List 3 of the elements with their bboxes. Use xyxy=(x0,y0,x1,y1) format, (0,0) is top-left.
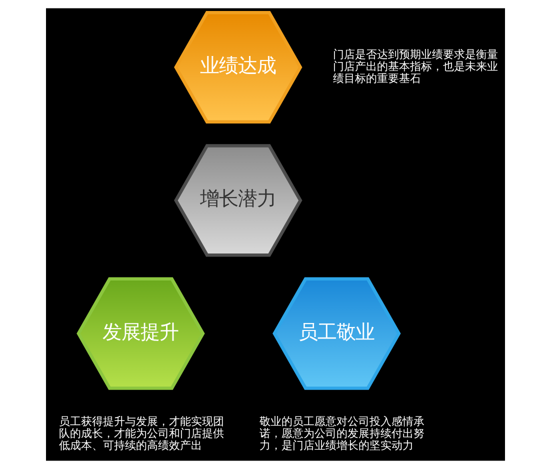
node-label: 员工获得提升与发展，才能实现团队的成长，才能为公司和门店提供低成本、可持续的高绩效产出 xyxy=(58,415,224,452)
node-label: 门店是否达到预期业绩要求是衡量门店产出的基本指标，也是未来业绩目标的重要基石 xyxy=(332,48,498,85)
node-label: 敬业的员工愿意对公司投入感情承诺，愿意为公司的发展持续付出努力，是门店业绩增长的坚实动力 xyxy=(258,415,424,452)
